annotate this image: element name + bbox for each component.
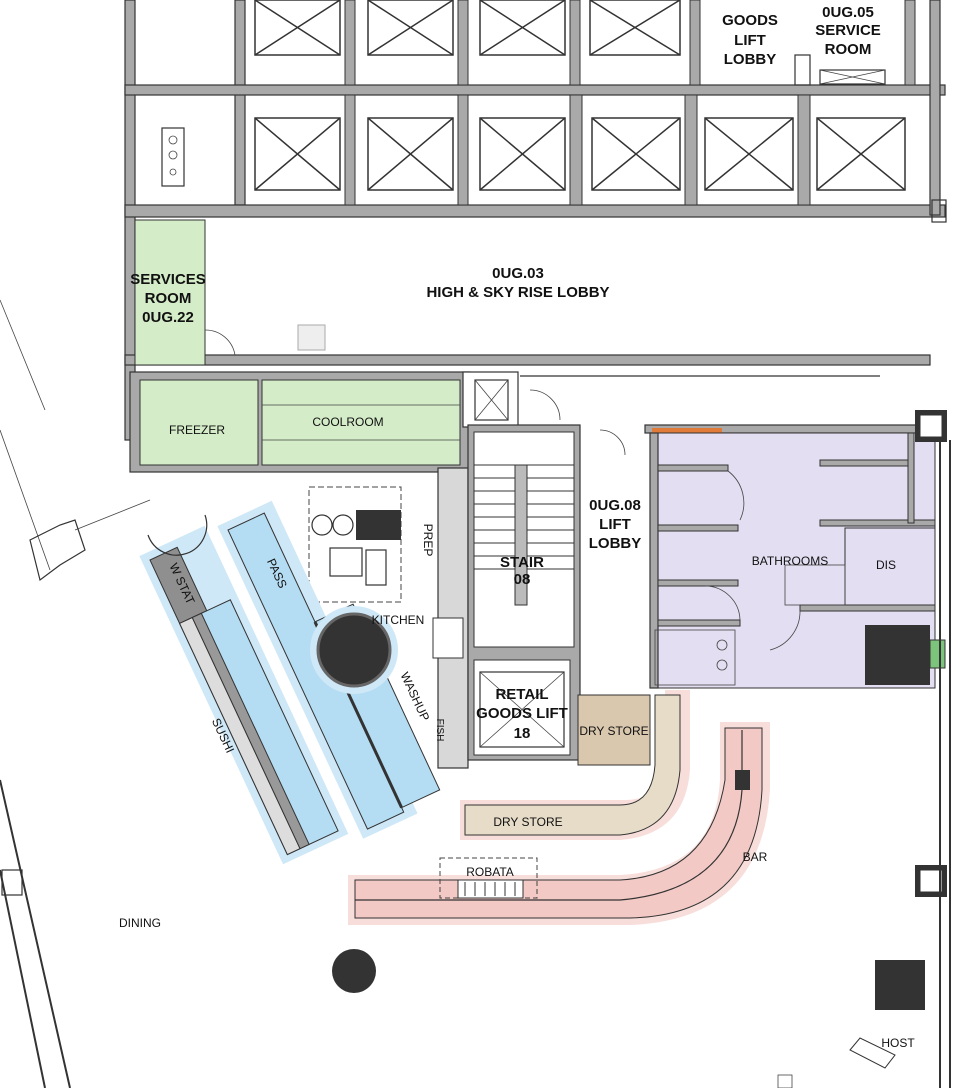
rooms-bathrooms-label: BATHROOMS [752,554,828,568]
rooms-dry_store_2-label: DRY STORE [493,815,562,829]
high-sky-rise-lobby: 0UG.03 HIGH & SKY RISE LOBBY [297,265,610,351]
kitchen-label: KITCHEN [372,613,425,627]
kitchen-cooking-line [308,486,402,603]
freezer: FREEZER [139,379,259,466]
goods-lift-lobby: GOODS LIFT LOBBY [722,12,778,68]
rooms-service_room-line1-label: 0UG.05 [822,4,874,21]
dis-label: DIS [876,558,896,572]
fish-label: FISH [434,719,445,742]
bar-label: BAR [743,850,768,864]
rooms-service_room-line3-label: ROOM [825,41,872,58]
lift-lobby-0ug08: 0UG.08 LIFT LOBBY [520,375,880,552]
rooms-coolroom-label: COOLROOM [312,415,383,429]
rooms-dry_store_1-label: DRY STORE [579,724,648,738]
round-table [316,612,392,688]
host-label: HOST [881,1036,915,1050]
rooms-goods_lift_lobby-line1-label: GOODS [722,12,778,29]
rooms-stair-line2-label: 08 [514,571,531,588]
rooms-services_room-line2-label: ROOM [145,290,192,307]
sushi-station: W STAT SUSHI [139,525,349,865]
rooms-lift_lobby-line1-label: 0UG.08 [589,497,641,514]
rooms-services_room-line3-label: 0UG.22 [142,309,194,326]
dining-table [332,949,376,993]
robata-label: ROBATA [466,865,514,879]
services-room-0ug22: SERVICES ROOM 0UG.22 [130,219,236,366]
risers [865,410,951,1088]
coolroom: COOLROOM [261,379,461,466]
rooms-retail_lift-line2-label: GOODS LIFT [476,705,568,722]
rooms-retail_lift-line3-label: 18 [514,725,531,742]
rooms-service_room-line2-label: SERVICE [815,22,881,39]
lift-shaft-grid [124,0,947,441]
service-room-0ug05: 0UG.05 SERVICE ROOM [815,4,881,58]
rooms-goods_lift_lobby-line3-label: LOBBY [724,51,777,68]
rooms-lobby-line1-label: 0UG.03 [492,265,544,282]
rooms-retail_lift-line1-label: RETAIL [495,686,548,703]
dry-store-storage: DRY STORE DRY STORE [460,690,690,840]
rooms-lift_lobby-line2-label: LIFT [599,516,631,533]
rooms-stair-line1-label: STAIR [500,554,544,571]
rooms-lobby-line2-label: HIGH & SKY RISE LOBBY [426,284,609,301]
dining-label: DINING [119,916,161,930]
bar-counter: ROBATA BAR [348,722,770,925]
rooms-freezer-label: FREEZER [169,423,225,437]
rooms-lift_lobby-line3-label: LOBBY [589,535,642,552]
prep-label: PREP [421,524,435,557]
exterior-lines [0,299,151,1088]
door-swing [147,514,208,556]
host-stand [849,1037,896,1069]
rooms-services_room-line1-label: SERVICES [130,271,206,288]
control-panel [161,127,185,187]
rooms-goods_lift_lobby-line2-label: LIFT [734,32,766,49]
retail-goods-lift-18: RETAIL GOODS LIFT 18 [473,659,571,756]
